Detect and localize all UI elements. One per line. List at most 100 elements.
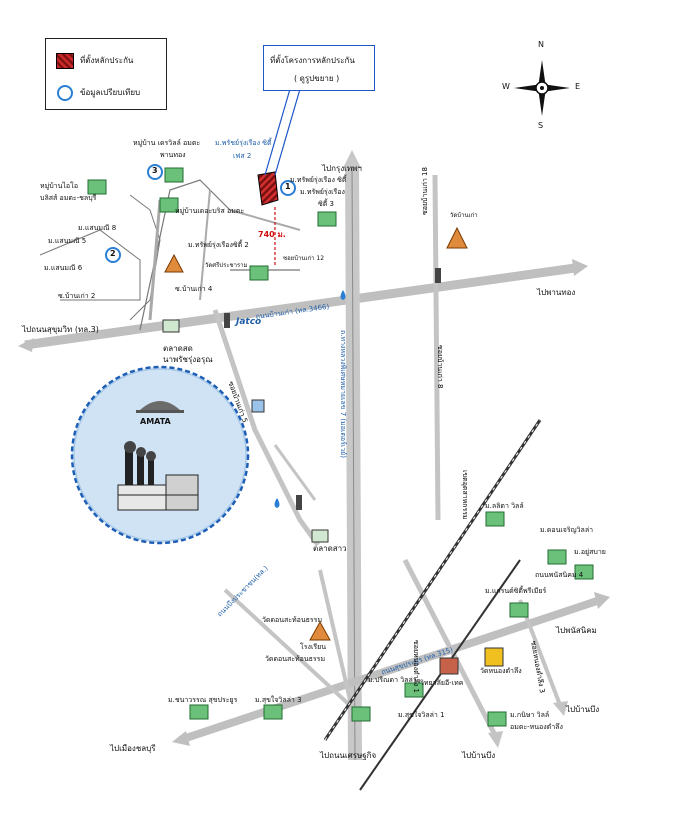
- label-m-lalita: ม.ลลิตา วิลล์: [485, 502, 524, 510]
- label-market-1b: นาพรัชรุ่งอรุณ: [163, 355, 213, 364]
- house-icon: [164, 167, 184, 183]
- label-to-chonburi: ไปเมืองชลบุรี: [110, 744, 156, 753]
- road-ban-kao: [24, 263, 576, 350]
- label-m-grandcity: ม.แกรนด์ซิตี้พรีเมียร์: [485, 587, 547, 595]
- traffic-light-icon: [435, 268, 441, 283]
- temple-icon: [309, 620, 331, 641]
- label-soi-c: ซอยบ้านเก่า 8: [436, 345, 444, 389]
- house-icon: [547, 549, 567, 565]
- label-college: วิทยาลัยอี-เทค: [420, 679, 464, 687]
- label-m-phanat4: ถนนพนัสนิคม 4: [535, 571, 584, 579]
- house-icon: [317, 211, 337, 227]
- label-to-ban-bueng-right: ไปบ้านบึง: [566, 705, 600, 714]
- road-soi-18: [432, 174, 441, 521]
- label-rest-area: เขตอุตสาหกรรม: [461, 470, 469, 520]
- label-wat-bankao: วัดบ้านเก่า: [450, 212, 478, 219]
- label-soi-bankao2: ซ.บ้านเก่า 2: [58, 292, 96, 300]
- label-m-parinda: ม.ปรีณดา วิลล่า: [368, 676, 417, 684]
- compass-n: N: [538, 40, 544, 49]
- label-to-phanat-nikhom: ไปพนัสนิคม: [556, 626, 597, 635]
- label-m-pat3: ม.ทรัพย์รุ่งเรืองซิตี้ 2: [188, 241, 249, 249]
- marker-1-label: 1: [285, 182, 291, 191]
- temple-icon: [446, 226, 468, 249]
- distance-label: 740 ม.: [258, 230, 286, 239]
- comparison-marker-1: [280, 180, 296, 196]
- label-soi-ban-kao12: ซอยบ้านเก่า 12: [283, 255, 325, 262]
- college-icon: [439, 657, 459, 675]
- jatco-logo: Jatco: [236, 317, 262, 327]
- house-icon: [574, 564, 594, 580]
- house-icon: [249, 265, 269, 281]
- label-to-phan-thong: ไปพานทอง: [537, 288, 576, 297]
- gas-station-icon: [274, 498, 280, 508]
- label-village-lalin: หมู่บ้านไอโอ: [40, 182, 79, 190]
- gas-station-icon: [340, 290, 346, 300]
- label-school-b: วัดดอนสะท้อนธรรม: [265, 655, 326, 663]
- road-label-motorway: ถ.ทางหลวงพิเศษหมายเลข 7 (มอเตอร์เวย์): [339, 330, 347, 458]
- label-soi-bankao4: ซ.บ้านเก่า 4: [175, 285, 213, 293]
- amata-factory-icon: [117, 401, 199, 511]
- house-icon: [509, 602, 529, 618]
- house-icon: [351, 706, 371, 722]
- label-soi-bankao18: ซอยบ้านเก่า 18: [421, 167, 429, 215]
- market-icon: [162, 319, 180, 333]
- wat-gold-icon: [484, 647, 504, 667]
- bank-icon: [251, 399, 265, 413]
- label-m-pat2b: ซิตี้ 3: [318, 200, 334, 208]
- label-m-pat1: ม.ทรัพย์รุ่งเรือง ซิตี้: [290, 176, 347, 184]
- label-village-phanthong-2: หมู่บ้านเดอะบริส อมตะ: [175, 207, 245, 215]
- label-wat-prachanam: วัดศรีประชาราม: [205, 262, 248, 269]
- label-m-sukjai1: ม.สุขใจวิลล่า 1: [398, 711, 445, 719]
- label-m-ngamsuk: ม.อยู่สบาย: [574, 548, 606, 556]
- label-m-kanita: ม.กนิษา วิลล์: [510, 711, 550, 719]
- label-school: โรงเรียน: [300, 643, 326, 651]
- label-to-setthakit: ไปถนนเศรษฐกิจ: [320, 751, 377, 760]
- legend: ที่ตั้งหลักประกัน ข้อมูลเปรียบเทียบ: [45, 38, 167, 110]
- comparison-marker-2: [105, 247, 121, 263]
- label-village-dreamland: หมู่บ้าน เดรวิลล์ อมตะ: [133, 139, 201, 147]
- label-m-donkrua: ม.ดอนเจริญวิลล่า: [540, 526, 594, 534]
- temple-icon: [164, 253, 184, 273]
- compass-e: E: [575, 82, 581, 91]
- label-m-sam5: ม.แสนมณี 5: [48, 237, 87, 245]
- compass-w: W: [502, 82, 510, 91]
- amata-logo: AMATA: [140, 417, 171, 426]
- label-to-bangkok: ไปกรุงเทพฯ: [322, 164, 362, 173]
- house-icon: [487, 711, 507, 727]
- hatch-swatch-icon: [56, 53, 74, 69]
- house-icon: [189, 704, 209, 720]
- label-village-phase2: เฟส 2: [233, 152, 252, 160]
- house-icon: [87, 179, 107, 195]
- marker-2-label: 2: [110, 249, 116, 258]
- label-wat-nongtamlueng: วัดหนองตำลึง: [480, 667, 522, 675]
- compass-s: S: [538, 121, 544, 130]
- label-m-sukjai3: ม.สุขใจวิลล่า 3: [255, 696, 302, 704]
- project-site: [257, 171, 279, 206]
- label-m-sam8: ม.แสนมณี 8: [78, 224, 117, 232]
- label-village-patcharuang: ม.พรัชย์รุ่งเรือง ซิตี้: [215, 139, 272, 147]
- compass-icon: [514, 60, 570, 116]
- label-wat-donsatham: วัดดอนสะท้อนธรรม: [262, 616, 323, 624]
- label-m-sukprayoon3: ม.ชนาวรรณ สุขประยูร: [168, 696, 238, 704]
- label-market-1: ตลาดสด: [163, 344, 193, 353]
- traffic-light-icon: [296, 495, 302, 510]
- comparison-marker-3: [147, 164, 163, 180]
- marker-3-label: 3: [152, 166, 158, 175]
- traffic-light-icon: [224, 313, 230, 328]
- label-market-2: ตลาดสาว: [313, 544, 347, 553]
- label-soi-a: ซอยหนองตำลึง 1: [412, 640, 420, 693]
- label-to-ban-bueng-bottom: ไปบ้านบึง: [462, 751, 496, 760]
- house-icon: [485, 511, 505, 527]
- amata-industrial-zone: [70, 365, 250, 545]
- house-icon: [404, 682, 424, 698]
- label-village-lalin-b: บลิสส์ อมตะ-ชลบุรี: [40, 194, 97, 202]
- label-village-phanthong: พานทอง: [160, 151, 186, 159]
- label-m-kanita-b: อมตะ-หนองตำลึง: [510, 723, 563, 731]
- house-icon: [159, 197, 179, 213]
- market-icon: [311, 529, 329, 543]
- label-to-sukhumvit: ไปถนนสุขุมวิท (ทล.3): [22, 325, 99, 334]
- label-m-pat2: ม.ทรัพย์รุ่งเรือง: [300, 188, 345, 196]
- circle-marker-icon: [57, 85, 73, 101]
- label-m-sam6: ม.แสนมณี 6: [44, 264, 83, 272]
